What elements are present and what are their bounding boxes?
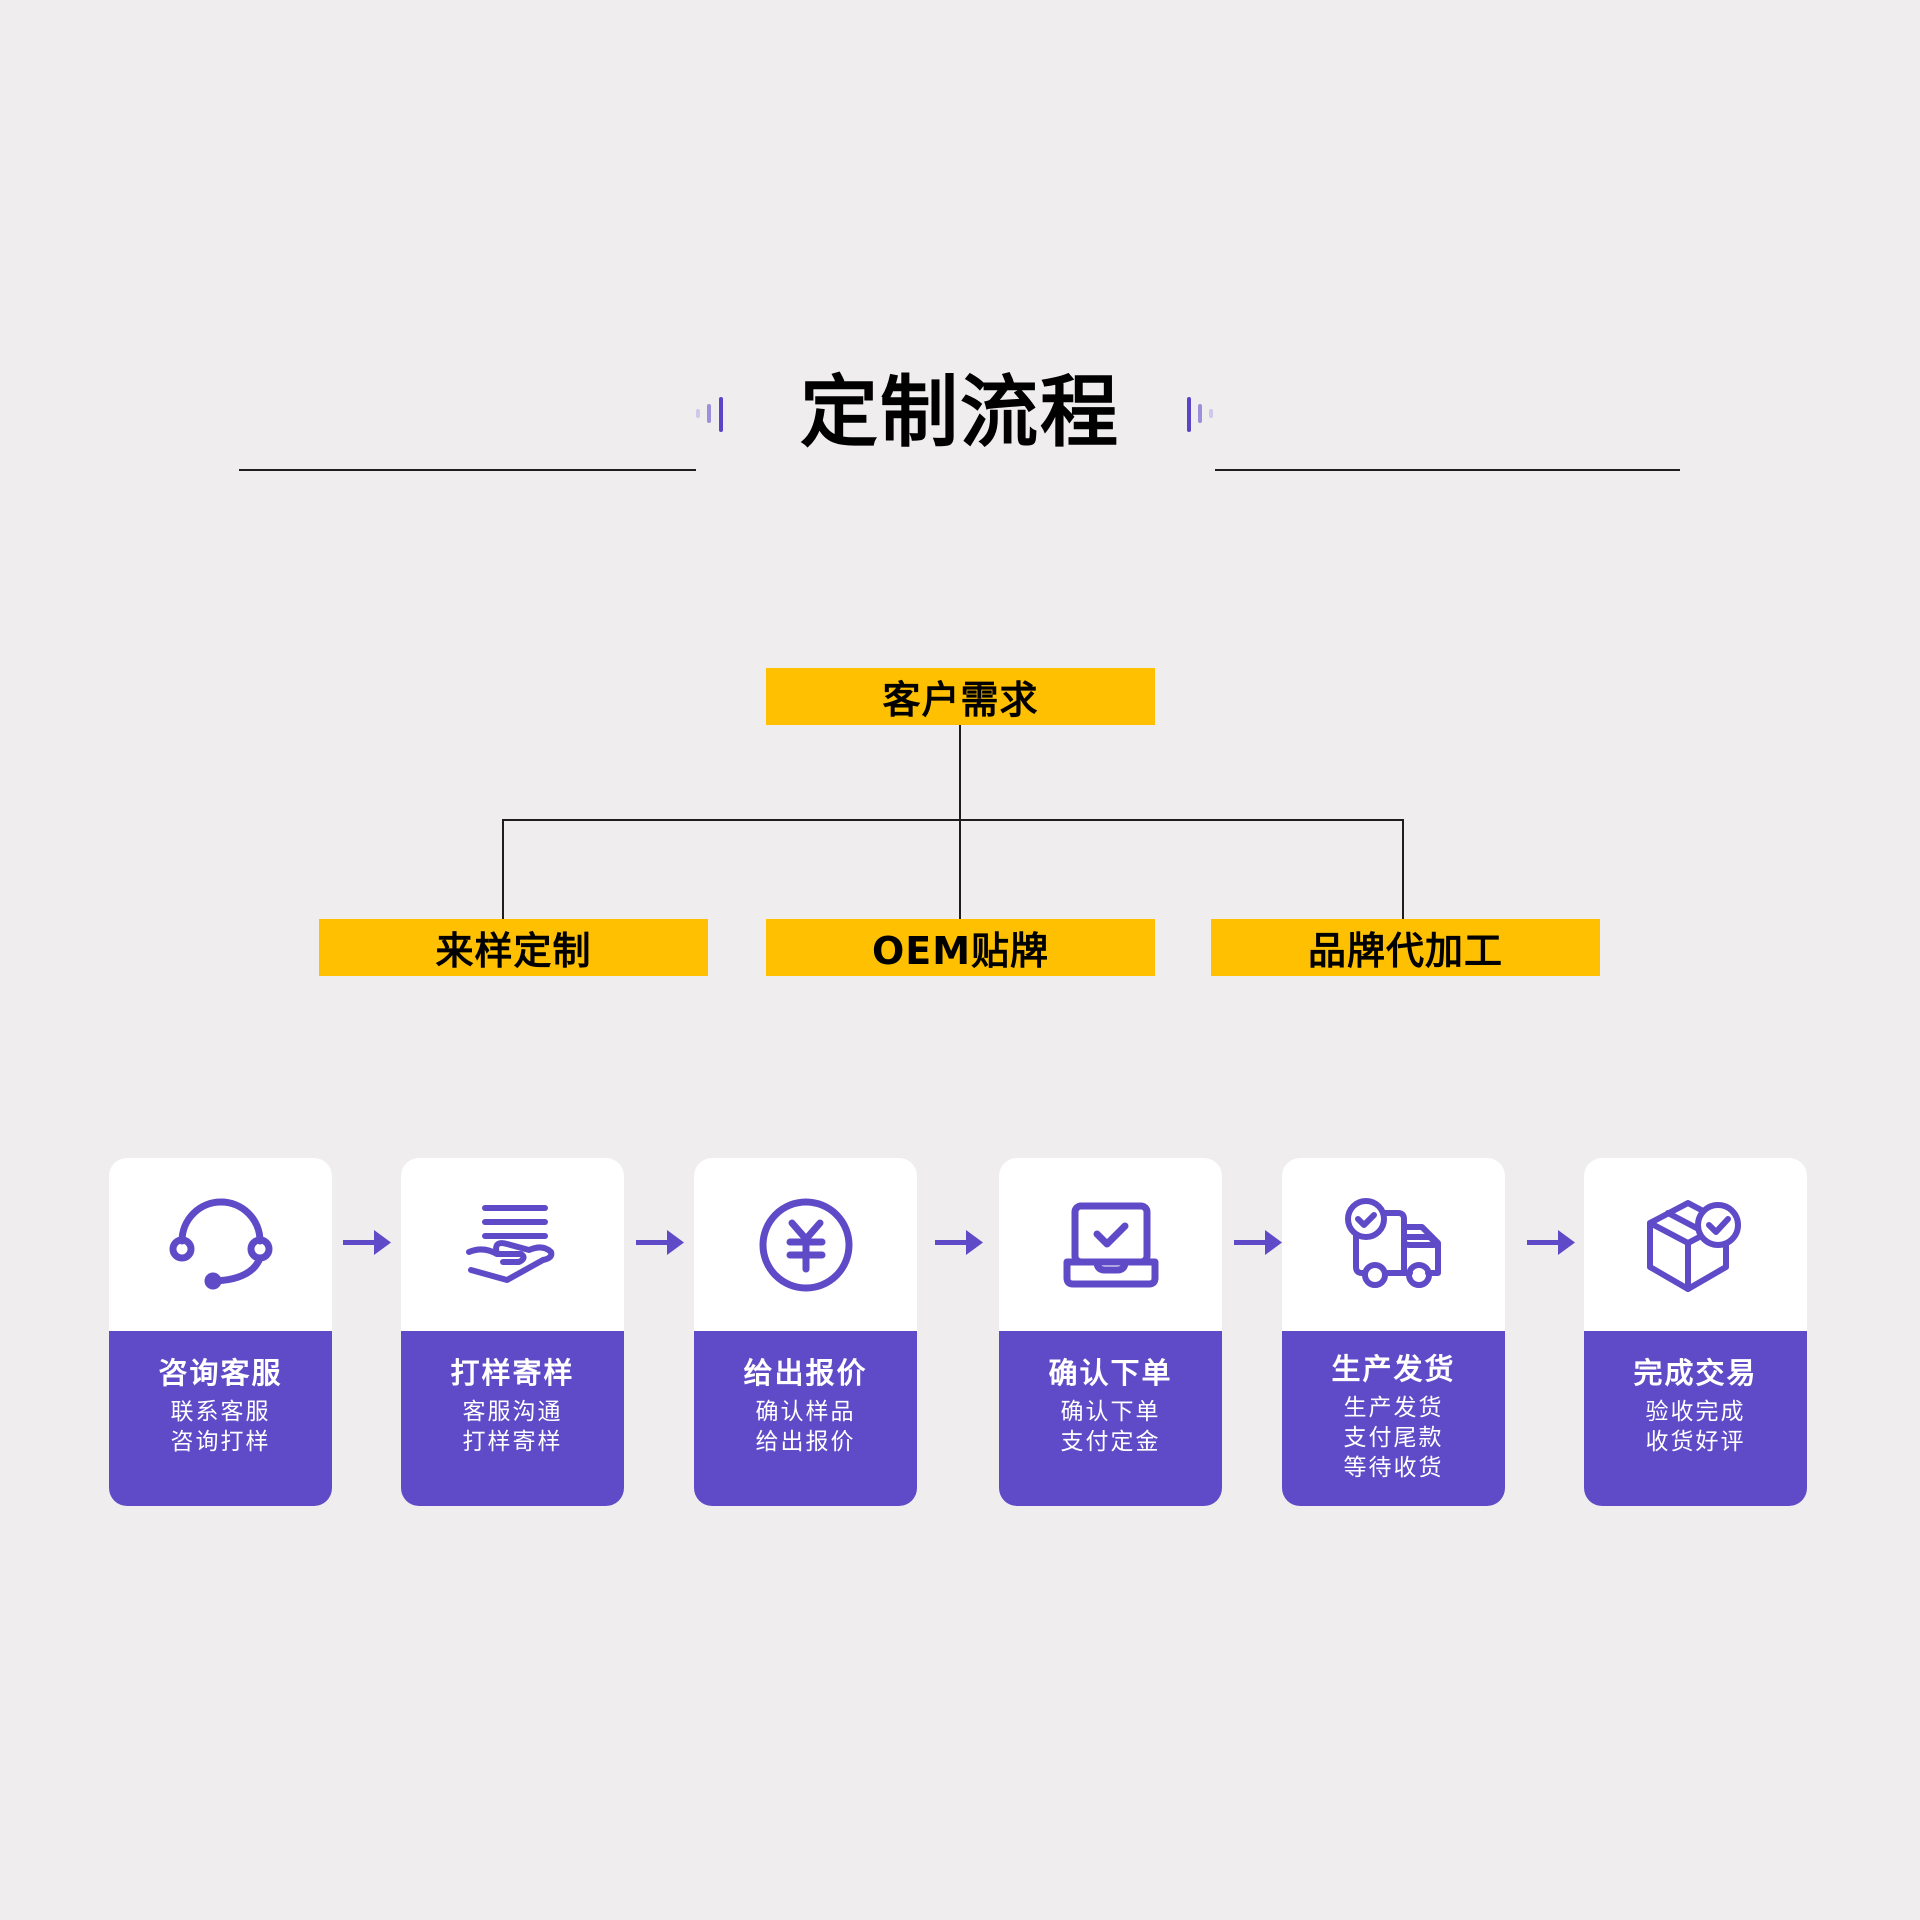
title-deco-bar-mid xyxy=(1198,404,1202,423)
step-detail: 支付尾款 xyxy=(1343,1425,1444,1451)
org-child-label: 品牌代加工 xyxy=(1307,929,1503,973)
step-detail: 咨询打样 xyxy=(170,1429,271,1455)
hand-document-icon xyxy=(463,1200,563,1290)
arrow-right-icon xyxy=(1527,1230,1575,1255)
title-deco-bar-light xyxy=(696,409,700,418)
org-connector-right xyxy=(1402,819,1404,919)
arrow-right-icon xyxy=(1234,1230,1282,1255)
step-card-consult: 咨询客服 联系客服 咨询打样 xyxy=(109,1158,332,1506)
step-detail: 给出报价 xyxy=(755,1429,856,1455)
org-child-label: OEM贴牌 xyxy=(871,929,1050,973)
step-detail: 确认样品 xyxy=(755,1399,856,1425)
step-detail: 客服沟通 xyxy=(462,1399,563,1425)
step-detail: 支付定金 xyxy=(1060,1429,1161,1455)
step-card-order: 确认下单 确认下单 支付定金 xyxy=(999,1158,1222,1506)
org-child-box-brand: 品牌代加工 xyxy=(1211,919,1600,976)
org-connector-horizontal xyxy=(502,819,1404,821)
step-card-complete: 完成交易 验收完成 收货好评 xyxy=(1584,1158,1807,1506)
box-check-icon xyxy=(1646,1197,1746,1293)
org-root-label: 客户需求 xyxy=(882,678,1039,722)
step-card-shipping: 生产发货 生产发货 支付尾款 等待收货 xyxy=(1282,1158,1505,1506)
page-title: 定制流程 xyxy=(799,368,1120,458)
truck-check-icon xyxy=(1342,1197,1446,1293)
headset-icon xyxy=(166,1195,276,1295)
title-rule-right xyxy=(1215,469,1680,471)
org-connector-root xyxy=(959,725,961,919)
org-child-box-oem: OEM贴牌 xyxy=(766,919,1155,976)
step-detail: 确认下单 xyxy=(1060,1399,1161,1425)
org-child-label: 来样定制 xyxy=(435,929,592,973)
step-title: 给出报价 xyxy=(743,1356,868,1390)
yuan-coin-icon xyxy=(756,1195,856,1295)
step-detail: 联系客服 xyxy=(170,1399,271,1425)
arrow-right-icon xyxy=(636,1230,684,1255)
step-title: 完成交易 xyxy=(1633,1356,1758,1390)
step-title: 确认下单 xyxy=(1048,1356,1173,1390)
step-detail: 生产发货 xyxy=(1343,1395,1444,1421)
step-detail: 打样寄样 xyxy=(462,1429,563,1455)
step-title: 生产发货 xyxy=(1331,1352,1456,1386)
step-detail: 验收完成 xyxy=(1645,1399,1746,1425)
laptop-check-icon xyxy=(1063,1202,1159,1288)
title-deco-bar-light xyxy=(1209,409,1213,418)
step-title: 咨询客服 xyxy=(158,1356,283,1390)
step-card-quote: 给出报价 确认样品 给出报价 xyxy=(694,1158,917,1506)
step-card-sample: 打样寄样 客服沟通 打样寄样 xyxy=(401,1158,624,1506)
arrow-right-icon xyxy=(343,1230,391,1255)
title-deco-bar-mid xyxy=(707,404,711,423)
org-child-box-sample: 来样定制 xyxy=(319,919,708,976)
title-rule-left xyxy=(239,469,696,471)
title-deco-bar-dark xyxy=(719,397,723,432)
arrow-right-icon xyxy=(935,1230,983,1255)
org-root-box: 客户需求 xyxy=(766,668,1155,725)
title-deco-bar-dark xyxy=(1187,397,1191,432)
org-connector-left xyxy=(502,819,504,919)
step-detail: 等待收货 xyxy=(1343,1455,1444,1481)
step-title: 打样寄样 xyxy=(450,1356,575,1390)
step-detail: 收货好评 xyxy=(1645,1429,1746,1455)
